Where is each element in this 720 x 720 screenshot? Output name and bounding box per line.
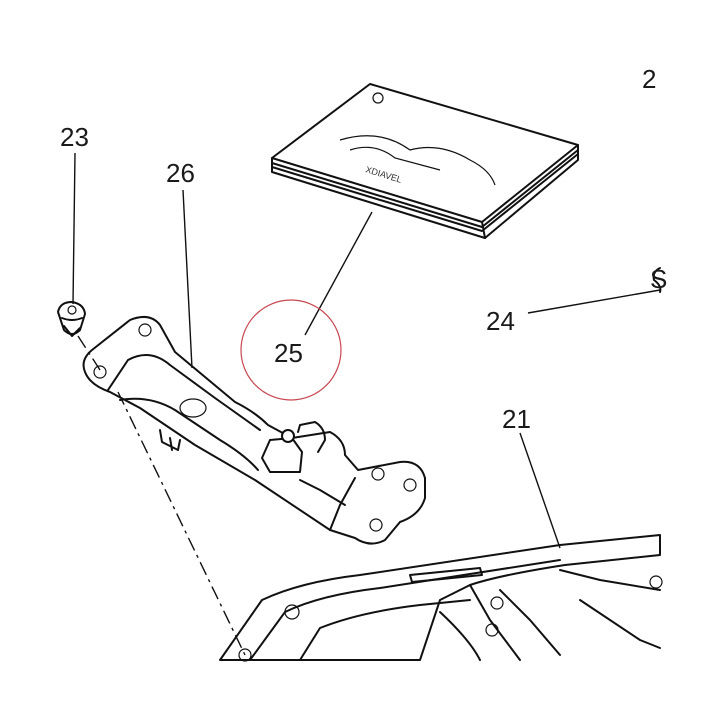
callout-26: 26 xyxy=(166,158,195,188)
part-24-partial xyxy=(652,267,662,293)
callout-s-partial: S xyxy=(650,264,667,294)
callout-23: 23 xyxy=(60,122,89,152)
assembly-axis-screw xyxy=(77,335,101,371)
part-21-frame xyxy=(219,534,663,662)
callout-21: 21 xyxy=(502,404,531,434)
part-25-booklet: XDIAVEL xyxy=(271,83,579,239)
part-23-screw xyxy=(57,301,86,337)
leader-23 xyxy=(72,152,76,305)
callout-24: 24 xyxy=(486,306,515,336)
leader-24 xyxy=(527,289,661,314)
callout-25: 25 xyxy=(274,338,303,368)
leader-26 xyxy=(182,189,193,369)
highlight-circle xyxy=(240,299,342,401)
part-26-bracket xyxy=(82,315,426,545)
leader-21 xyxy=(519,432,561,549)
assembly-axis-bracket xyxy=(117,391,246,656)
callout-2-partial: 2 xyxy=(642,64,656,94)
leader-25 xyxy=(304,211,373,336)
